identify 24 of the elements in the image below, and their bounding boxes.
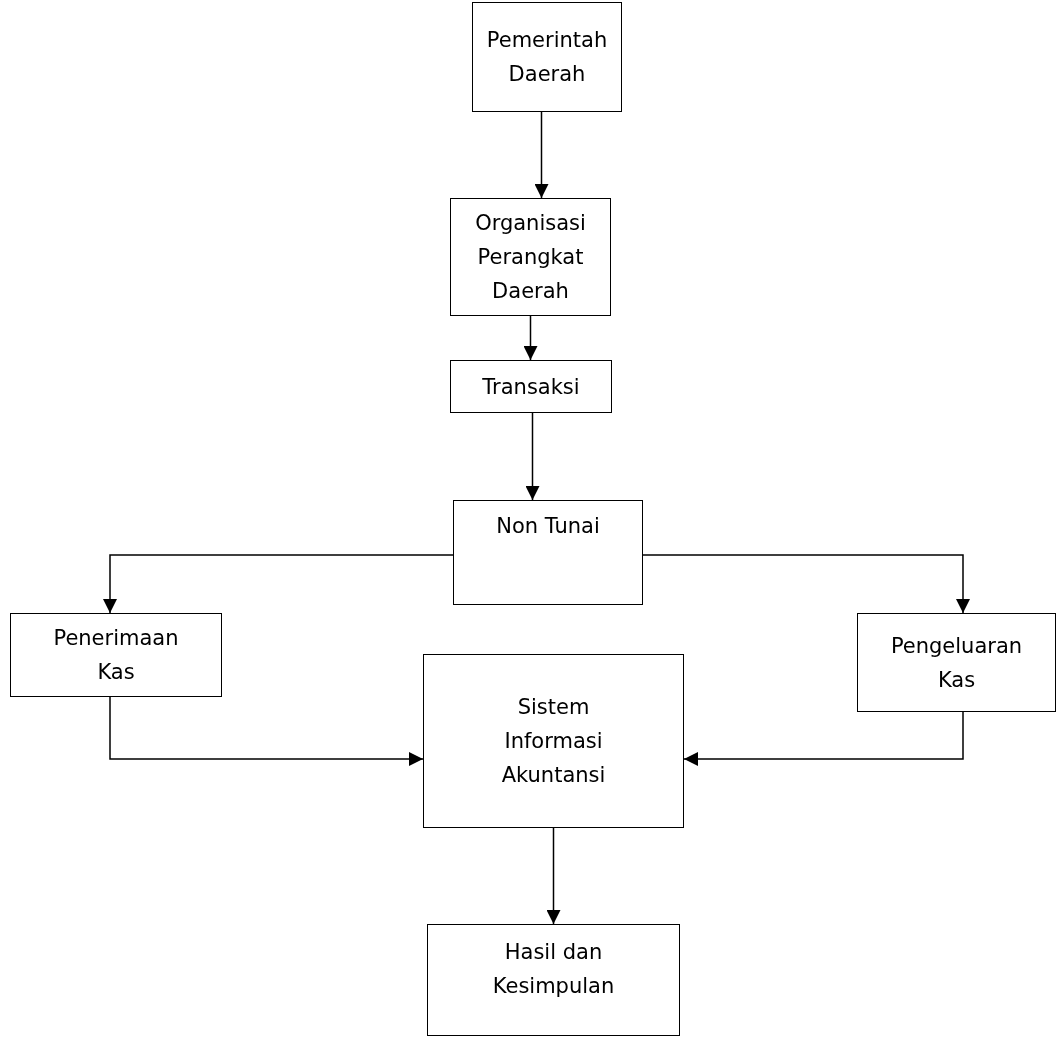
process-box [857,613,1056,712]
process-box [427,924,680,1036]
box-label: Pengeluaran Kas [889,632,1024,694]
box-label: Pemerintah Daerah [485,27,609,88]
box-label: Organisasi Perangkat Daerah [474,210,587,305]
arrow [683,711,964,766]
box-label: Penerimaan Kas [52,625,180,686]
arrow [109,696,424,766]
arrow [642,554,970,614]
process-box [453,500,643,605]
box-label: Hasil dan Kesimpulan [491,939,616,1000]
box-label: Transaksi [482,373,580,401]
process-box [450,198,611,316]
process-box [472,2,622,112]
process-box [450,360,612,413]
box-label: Non Tunai [496,513,600,540]
arrow [103,554,454,614]
arrow [534,111,549,199]
process-box [423,654,684,828]
box-label: Sistem Informasi Akuntansi [500,694,607,789]
process-box [10,613,222,697]
arrow [546,827,561,925]
arrow [525,412,540,501]
arrow [523,315,538,361]
